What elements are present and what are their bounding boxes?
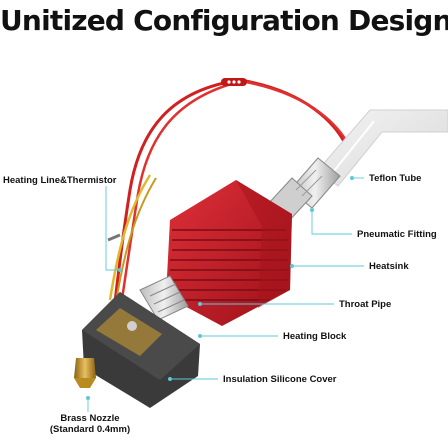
- label-teflon-tube: Teflon Tube: [369, 173, 422, 184]
- brass-nozzle: [74, 358, 96, 388]
- label-brass-nozzle-name: Brass Nozzle: [60, 413, 120, 424]
- wire-loop: [110, 78, 358, 331]
- label-heatsink: Heatsink: [369, 261, 409, 272]
- page-title: Unitized Configuration Design: [0, 4, 448, 37]
- callout-heating-line: [105, 186, 120, 271]
- heating-block: [82, 292, 200, 408]
- label-heating-line-thermistor: Heating Line&Thermistor: [3, 175, 117, 186]
- label-heating-block: Heating Block: [283, 331, 347, 342]
- label-throat-pipe: Throat Pipe: [339, 299, 392, 310]
- heatsink-body: [166, 180, 292, 326]
- callout-pneumatic: [311, 210, 352, 235]
- label-insulation-cover: Insulation Silicone Cover: [223, 374, 337, 385]
- throat-pipe: [139, 275, 189, 321]
- teflon-tube: [317, 109, 448, 187]
- label-brass-nozzle: Brass Nozzle (Standard 0.4mm): [40, 413, 140, 435]
- label-pneumatic-fitting: Pneumatic Fitting: [357, 229, 437, 240]
- thermistor-wires: [107, 174, 157, 303]
- callout-lines: [87, 177, 364, 412]
- callout-dots: [86, 176, 354, 400]
- label-brass-nozzle-spec: (Standard 0.4mm): [49, 424, 131, 435]
